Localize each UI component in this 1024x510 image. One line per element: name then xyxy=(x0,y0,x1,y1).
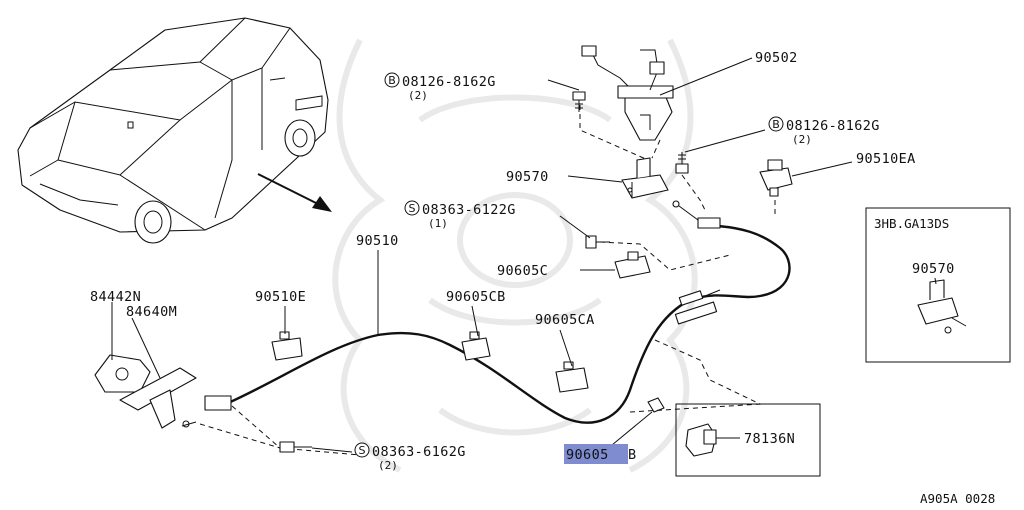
svg-text:S: S xyxy=(359,444,366,457)
release-lever-part xyxy=(94,354,232,429)
striker-part xyxy=(917,279,967,334)
bolt-icon xyxy=(572,91,586,112)
svg-text:(2): (2) xyxy=(408,89,428,102)
hood-latch-part xyxy=(581,45,674,141)
direction-arrow-icon xyxy=(257,173,332,212)
callout-90510ea[interactable]: 90510EA xyxy=(856,151,916,167)
screw-icon xyxy=(279,441,312,453)
cable-clip-part xyxy=(271,331,303,361)
fastener-label-screw-bottom[interactable]: S 08363-6162G (2) xyxy=(354,442,466,472)
svg-text:B: B xyxy=(388,74,396,87)
svg-text:B: B xyxy=(628,447,637,463)
svg-text:(2): (2) xyxy=(792,133,812,146)
callout-90510[interactable]: 90510 xyxy=(356,233,399,249)
svg-text:90605: 90605 xyxy=(566,447,609,463)
cable-clip-part xyxy=(759,159,793,197)
svg-text:08363-6122G: 08363-6122G xyxy=(422,202,516,218)
callout-84442n[interactable]: 84442N xyxy=(90,289,141,305)
callout-84640m[interactable]: 84640M xyxy=(126,304,177,320)
callout-90502[interactable]: 90502 xyxy=(755,50,798,66)
hood-opener-knob-part xyxy=(685,423,717,457)
svg-text:B: B xyxy=(772,118,780,131)
svg-text:(2): (2) xyxy=(378,459,398,472)
variant-inset-box xyxy=(865,207,1011,363)
inset-title: 3HB.GA13DS xyxy=(874,216,949,231)
grommet-part xyxy=(647,397,665,413)
callout-90605ca[interactable]: 90605CA xyxy=(535,312,595,328)
callout-90605cb[interactable]: 90605CB xyxy=(446,289,506,305)
hood-opener-callout-box xyxy=(675,403,821,477)
fastener-label-bolt-top-left[interactable]: B 08126-8162G (2) xyxy=(384,72,496,102)
callout-78136n[interactable]: 78136N xyxy=(744,431,795,447)
callout-highlight xyxy=(564,444,628,464)
cable-clip-part xyxy=(555,361,589,393)
striker-part xyxy=(621,157,669,199)
release-cable xyxy=(226,224,791,424)
fastener-label-screw-mid[interactable]: S 08363-6122G (1) xyxy=(404,200,516,230)
svg-text:S: S xyxy=(409,202,416,215)
cable-end-part xyxy=(672,200,721,229)
svg-text:08126-8162G: 08126-8162G xyxy=(786,118,880,134)
cable-adjuster-part xyxy=(674,290,718,325)
svg-text:08363-6162G: 08363-6162G xyxy=(372,444,466,460)
fastener-label-bolt-top-right[interactable]: B 08126-8162G (2) xyxy=(768,116,880,146)
diagram-code: A905A 0028 xyxy=(920,491,995,506)
cable-clip-part xyxy=(461,331,491,361)
svg-text:08126-8162G: 08126-8162G xyxy=(402,74,496,90)
callout-90570[interactable]: 90570 xyxy=(506,169,549,185)
svg-text:(1): (1) xyxy=(428,217,448,230)
bolt-icon xyxy=(675,152,689,174)
cable-clip-part xyxy=(614,251,651,279)
callout-90605c[interactable]: 90605C xyxy=(497,263,548,279)
callout-90605b[interactable]: 90605 B xyxy=(564,444,637,464)
inset-callout-90570[interactable]: 90570 xyxy=(912,261,955,277)
callout-90510e[interactable]: 90510E xyxy=(255,289,306,305)
car-perspective-icon xyxy=(17,17,329,244)
watermark-emblem xyxy=(332,38,698,473)
